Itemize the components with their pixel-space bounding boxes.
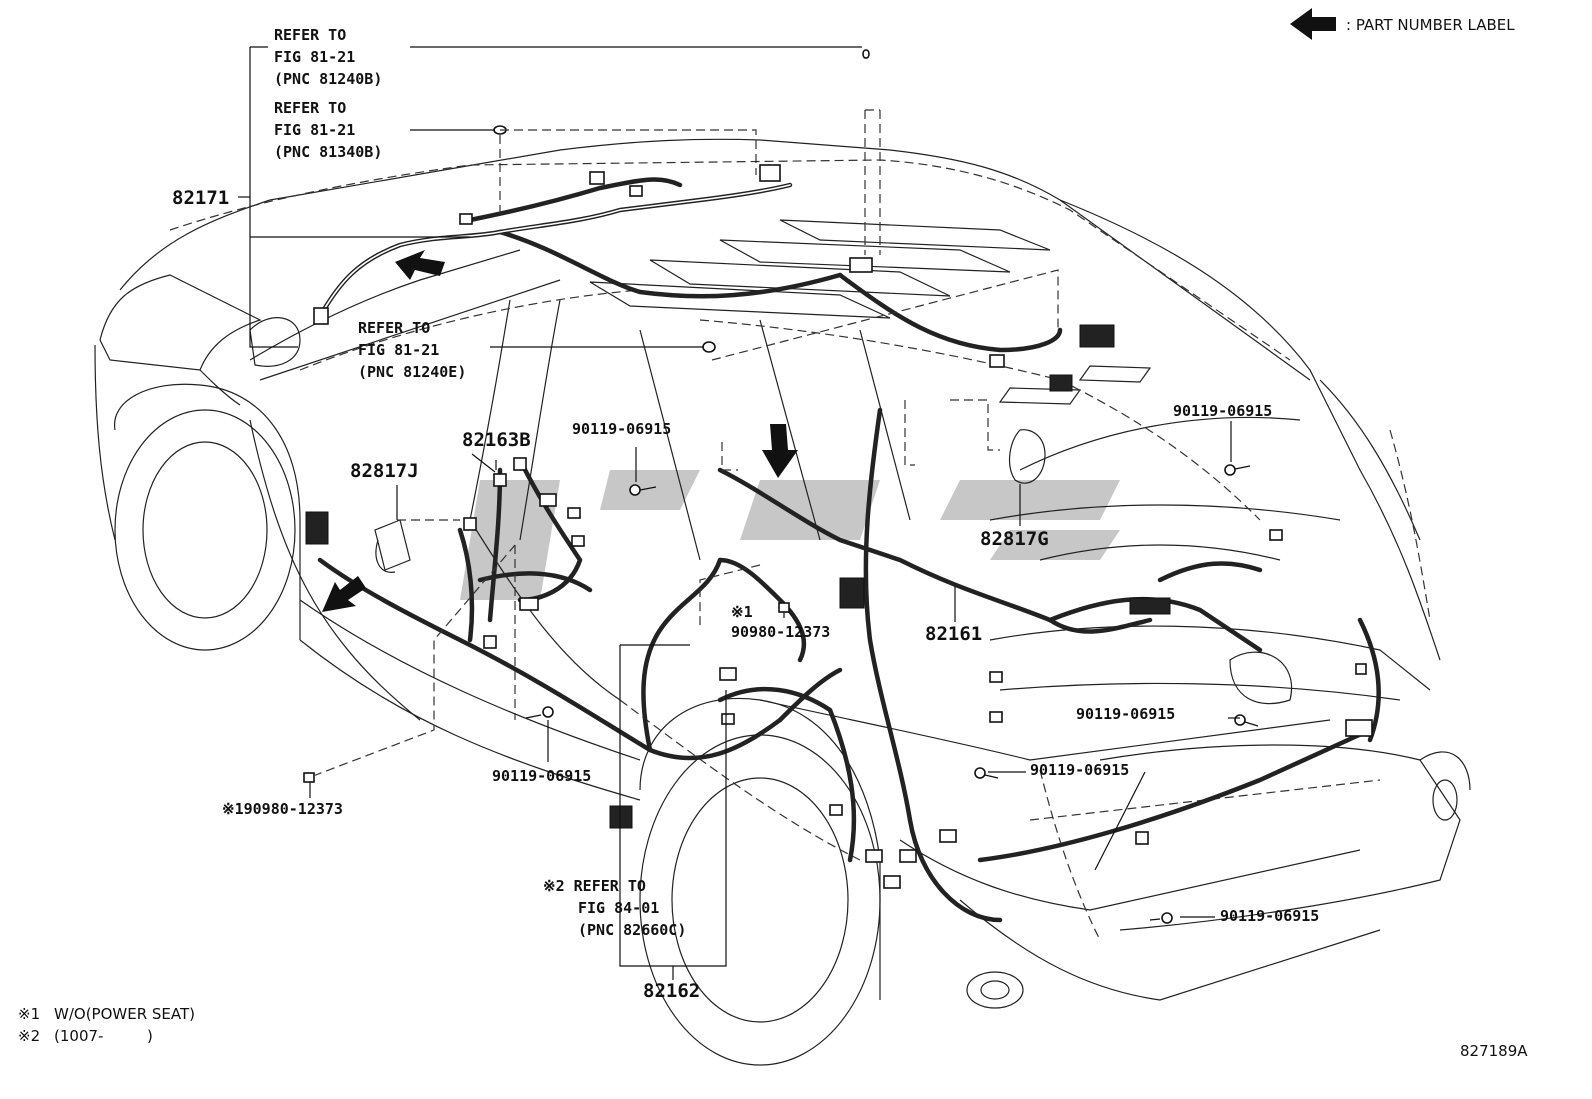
ref2-line1: REFER TO bbox=[274, 99, 346, 117]
ecu-82817J bbox=[374, 519, 411, 573]
harness-82171 bbox=[313, 164, 1115, 392]
bolt-icon bbox=[525, 706, 554, 719]
bolt-label: 90119-06915 bbox=[1076, 705, 1175, 723]
watermark bbox=[460, 470, 1120, 600]
part-82817J: 82817J bbox=[350, 460, 419, 482]
harness-82163B bbox=[457, 457, 593, 649]
harness-82161 bbox=[305, 407, 1381, 923]
clip-label: ※190980-12373 bbox=[222, 800, 343, 818]
bolt-icon bbox=[1149, 912, 1173, 924]
ref1-line3: (PNC 81240B) bbox=[274, 70, 382, 88]
ref3-line1: REFER TO bbox=[358, 319, 430, 337]
harness-82162 bbox=[609, 557, 957, 889]
bolt-label: 90119-06915 bbox=[492, 767, 591, 785]
grommet-icon bbox=[862, 49, 870, 59]
bolt-icon bbox=[974, 767, 999, 779]
label-arrow-icon bbox=[395, 250, 445, 280]
label-arrow-icon bbox=[322, 576, 366, 612]
ref4-line2: FIG 84-01 bbox=[578, 899, 659, 917]
ref4-line1: ※2 REFER TO bbox=[543, 877, 646, 895]
clip-icon bbox=[778, 602, 790, 613]
ref4-line3: (PNC 82660C) bbox=[578, 921, 686, 939]
clip-icon bbox=[303, 772, 315, 783]
bolt-icon bbox=[629, 484, 657, 496]
antenna-82817G bbox=[1008, 429, 1046, 484]
ref1-line1: REFER TO bbox=[274, 26, 346, 44]
drawing-id: 827189A bbox=[1460, 1042, 1528, 1060]
label-arrow-icon bbox=[762, 424, 798, 478]
bolt-label: 90119-06915 bbox=[1220, 907, 1319, 925]
bolt-label: 90119-06915 bbox=[1173, 402, 1272, 420]
ref3-line2: FIG 81-21 bbox=[358, 341, 439, 359]
footnote-1-text: W/O(POWER SEAT) bbox=[54, 1005, 195, 1023]
part-82171: 82171 bbox=[172, 187, 229, 209]
bolt-icon bbox=[1234, 714, 1259, 727]
part-82161: 82161 bbox=[925, 623, 982, 645]
grommet-icon bbox=[702, 341, 716, 353]
part-82817G: 82817G bbox=[980, 528, 1049, 550]
footnote-2-text: (1007- bbox=[54, 1027, 103, 1045]
legend-label: : PART NUMBER LABEL bbox=[1346, 16, 1515, 34]
labels: : PART NUMBER LABEL REFER TO FIG 81-21 (… bbox=[18, 16, 1528, 1060]
ref2-line3: (PNC 81340B) bbox=[274, 143, 382, 161]
bolt-icon bbox=[1224, 464, 1251, 476]
clip-label: 90980-12373 bbox=[731, 623, 830, 641]
part-82162: 82162 bbox=[643, 980, 700, 1002]
part-82163B: 82163B bbox=[462, 429, 531, 451]
footnote-2-close: ) bbox=[147, 1027, 153, 1045]
fasteners bbox=[303, 49, 1259, 924]
footnote-2-mark: ※2 bbox=[18, 1027, 40, 1045]
label-arrows bbox=[322, 8, 1336, 612]
label-arrow-icon bbox=[1290, 8, 1336, 40]
ref2-line2: FIG 81-21 bbox=[274, 121, 355, 139]
bolt-label: 90119-06915 bbox=[1030, 761, 1129, 779]
footnote-1-mark: ※1 bbox=[18, 1005, 40, 1023]
clip-mark: ※1 bbox=[731, 603, 753, 621]
bolt-label: 90119-06915 bbox=[572, 420, 671, 438]
leader-lines bbox=[238, 46, 1240, 980]
ref1-line2: FIG 81-21 bbox=[274, 48, 355, 66]
ref3-line3: (PNC 81240E) bbox=[358, 363, 466, 381]
